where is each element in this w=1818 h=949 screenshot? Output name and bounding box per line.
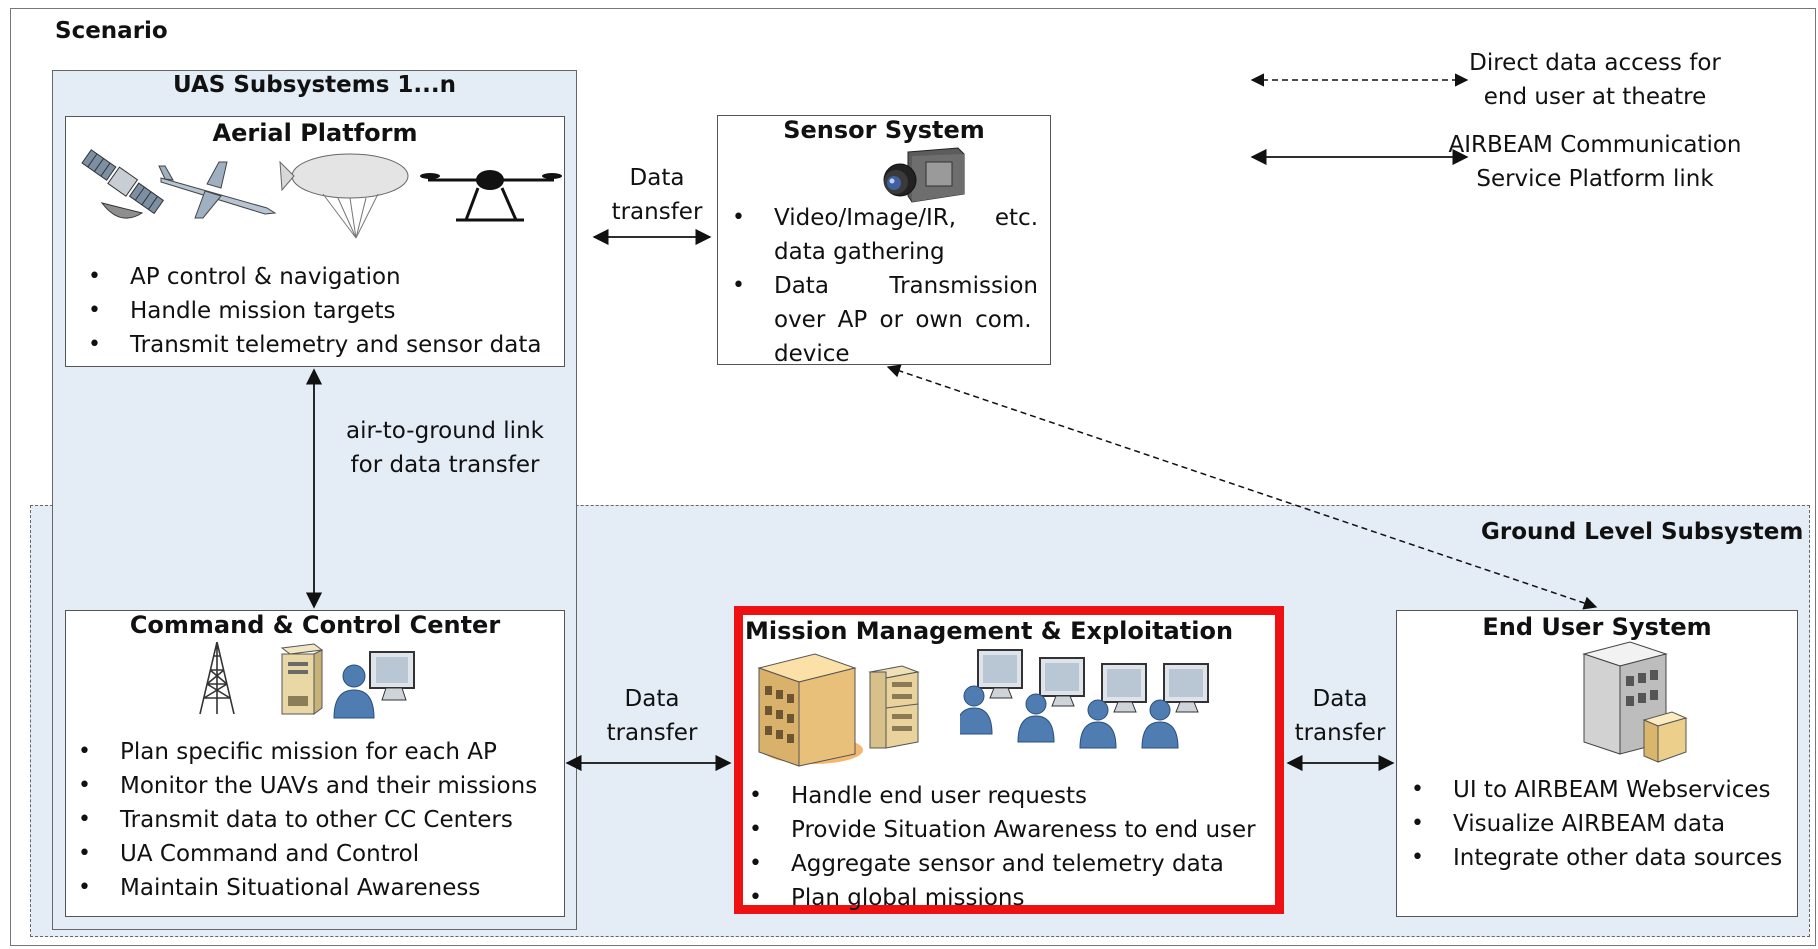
legend-dashed-text: Direct data access for end user at theat… <box>1440 46 1750 114</box>
user-computer-icon <box>333 651 415 719</box>
list-item: Data Transmission over AP or own com. dev… <box>732 269 1038 371</box>
blimp-icon <box>279 153 409 239</box>
list-item: Plan global missions <box>749 881 1256 915</box>
server-rack-icon <box>868 665 920 749</box>
list-item: Plan specific mission for each AP <box>78 735 537 769</box>
quadcopter-icon <box>420 170 562 222</box>
camera-icon <box>883 147 965 203</box>
list-item: AP control & navigation <box>88 260 541 294</box>
data-transfer-label-right: Data transfer <box>1275 682 1405 750</box>
list-item: UA Command and Control <box>78 837 537 871</box>
data-transfer-line-2: transfer <box>611 199 703 225</box>
list-item: Handle end user requests <box>749 779 1256 813</box>
antenna-tower-icon <box>199 641 235 715</box>
ccc-list: Plan specific mission for each AP Monito… <box>78 735 537 905</box>
legend-solid-line-2: Service Platform link <box>1476 166 1714 192</box>
data-transfer-line-1: Data <box>624 686 680 712</box>
list-item: Handle mission targets <box>88 294 541 328</box>
sensor-system-title: Sensor System <box>783 116 985 144</box>
sensor-item-1-d: device <box>774 341 850 367</box>
legend-solid-line-1: AIRBEAM Communication <box>1448 132 1742 158</box>
legend-dashed-line-1: Direct data access for <box>1469 50 1721 76</box>
drone-plane-icon <box>158 161 277 219</box>
aerial-platform-list: AP control & navigation Handle mission t… <box>88 260 541 362</box>
list-item: UI to AIRBEAM Webservices <box>1411 773 1782 807</box>
server-icon <box>280 643 324 715</box>
sensor-item-0-a: Video/Image/IR, <box>774 205 957 231</box>
satellite-icon <box>81 149 165 219</box>
sensor-system-list: Video/Image/IR, etc. data gathering Data T… <box>732 201 1038 371</box>
list-item: Monitor the UAVs and their missions <box>78 769 537 803</box>
mission-management-list: Handle end user requests Provide Situati… <box>749 779 1256 915</box>
end-user-system-title: End User System <box>1482 613 1712 641</box>
ground-level-title: Ground Level Subsystem <box>1481 519 1804 545</box>
link-line-2: for data transfer <box>350 452 540 478</box>
sensor-item-0-c: data gathering <box>774 239 945 265</box>
list-item: Provide Situation Awareness to end user <box>749 813 1256 847</box>
list-item: Aggregate sensor and telemetry data <box>749 847 1256 881</box>
sensor-item-1-b: Transmission <box>889 273 1038 299</box>
data-transfer-label-top: Data transfer <box>592 161 722 229</box>
legend-dashed-line-2: end user at theatre <box>1483 84 1707 110</box>
list-item: Video/Image/IR, etc. data gathering <box>732 201 1038 269</box>
list-item: Transmit data to other CC Centers <box>78 803 537 837</box>
data-transfer-line-1: Data <box>629 165 685 191</box>
link-line-1: air-to-ground link <box>346 418 544 444</box>
user-workstations-icon <box>960 649 1209 749</box>
mission-management-title: Mission Management & Exploitation <box>744 617 1234 645</box>
ccc-title: Command & Control Center <box>129 611 501 639</box>
scenario-frame <box>10 8 1816 946</box>
end-user-system-list: UI to AIRBEAM Webservices Visualize AIRB… <box>1411 773 1782 875</box>
aerial-platform-box: Aerial Platform AP control & navigation … <box>65 116 565 367</box>
data-transfer-line-2: transfer <box>1294 720 1386 746</box>
building-icon <box>757 653 863 767</box>
sensor-item-1-a: Data <box>774 273 829 299</box>
sensor-item-1-c: over AP or own com. <box>774 307 1032 333</box>
sensor-item-0-b: etc. <box>994 205 1038 231</box>
sensor-system-box: Sensor System Video/Image/IR, etc. data g… <box>717 115 1051 367</box>
office-building-icon <box>1582 641 1688 763</box>
legend-solid-text: AIRBEAM Communication Service Platform l… <box>1440 128 1750 196</box>
list-item: Visualize AIRBEAM data <box>1411 807 1782 841</box>
air-to-ground-link-label: air-to-ground link for data transfer <box>330 414 560 482</box>
data-transfer-line-1: Data <box>1312 686 1368 712</box>
aerial-platform-title: Aerial Platform <box>212 119 418 147</box>
list-item: Maintain Situational Awareness <box>78 871 537 905</box>
data-transfer-line-2: transfer <box>606 720 698 746</box>
list-item: Integrate other data sources <box>1411 841 1782 875</box>
scenario-label: Scenario <box>55 18 168 44</box>
data-transfer-label-left: Data transfer <box>587 682 717 750</box>
uas-title: UAS Subsystems 1...n <box>173 72 456 98</box>
list-item: Transmit telemetry and sensor data <box>88 328 541 362</box>
